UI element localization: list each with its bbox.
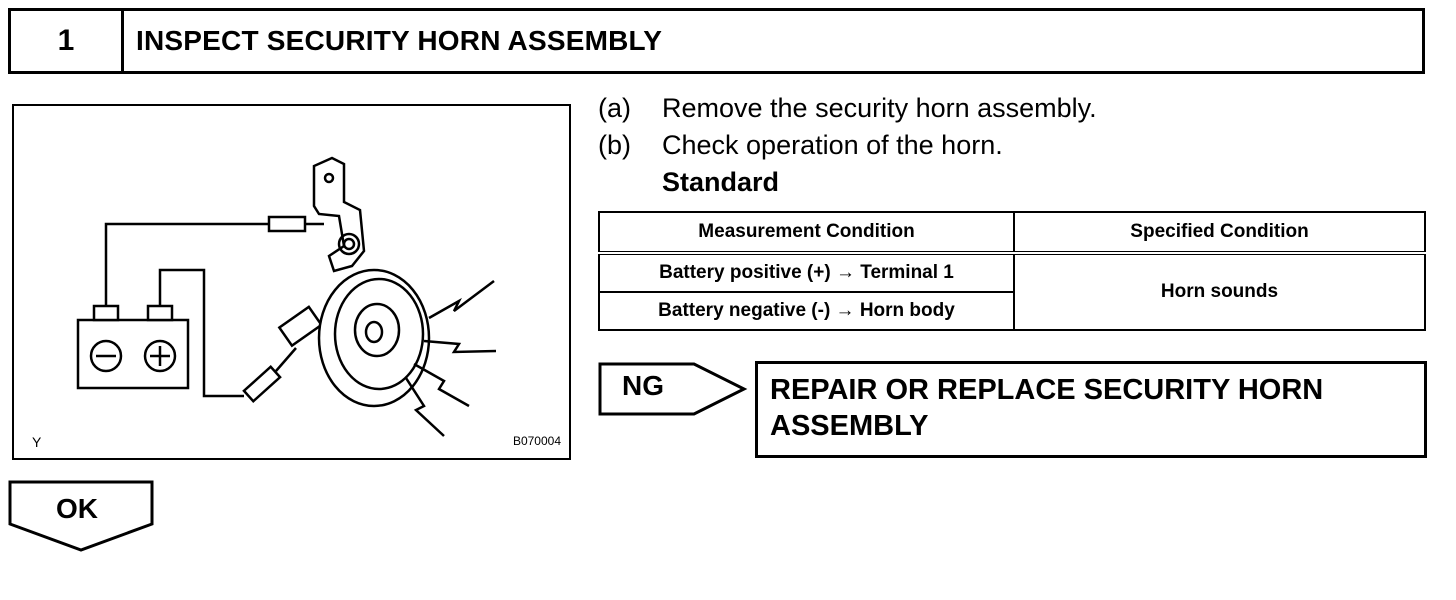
instruction-text: Remove the security horn assembly. xyxy=(662,93,1097,123)
instruction-b: (b) Check operation of the horn. xyxy=(598,127,1097,164)
battery-icon xyxy=(76,304,190,390)
spec-table: Measurement Condition Specified Conditio… xyxy=(598,211,1426,331)
ok-label: OK xyxy=(56,493,98,524)
instruction-letter: (a) xyxy=(598,93,631,123)
standard-label: Standard xyxy=(662,167,780,197)
table-cell-specified: Horn sounds xyxy=(1013,252,1426,331)
horn-bracket xyxy=(312,156,366,273)
instruction-a: (a) Remove the security horn assembly. xyxy=(598,90,1097,127)
plus-terminal-icon xyxy=(143,339,177,373)
table-cell-measurement: Battery positive (+) → Terminal 1 xyxy=(598,252,1015,293)
figure-code: B070004 xyxy=(512,434,561,448)
table-header-row: Measurement Condition Specified Conditio… xyxy=(598,211,1426,255)
table-cell-measurement: Battery negative (-) → Horn body xyxy=(598,291,1015,331)
horn-icon xyxy=(317,268,431,408)
table-row: Battery negative (-) → Horn body xyxy=(598,291,1425,331)
ng-action-box: REPAIR OR REPLACE SECURITY HORN ASSEMBLY xyxy=(755,361,1427,458)
table-header-measurement: Measurement Condition xyxy=(598,211,1015,255)
instruction-text: Check operation of the horn. xyxy=(662,130,1003,160)
table-row: Battery positive (+) → Terminal 1 Horn s… xyxy=(598,252,1426,331)
sound-wave-icon xyxy=(404,280,497,437)
ng-action-line2: ASSEMBLY xyxy=(770,410,929,442)
step-title: INSPECT SECURITY HORN ASSEMBLY xyxy=(136,25,663,56)
ng-action-line1: REPAIR OR REPLACE SECURITY HORN xyxy=(770,374,1324,406)
step-number: 1 xyxy=(11,11,124,71)
ng-arrow-icon xyxy=(598,362,748,416)
instructions: (a) Remove the security horn assembly. (… xyxy=(598,90,1097,201)
horn-wiring-diagram xyxy=(76,156,497,437)
minus-terminal-icon xyxy=(89,339,123,373)
ng-label: NG xyxy=(622,370,664,401)
horn-illustration: Y B070004 xyxy=(12,104,571,460)
step-header: 1 INSPECT SECURITY HORN ASSEMBLY xyxy=(8,8,1425,74)
figure-label-left: Y xyxy=(32,434,42,450)
table-header-specified: Specified Condition xyxy=(1013,211,1426,255)
instruction-letter: (b) xyxy=(598,130,631,160)
ok-arrow-icon xyxy=(8,480,154,552)
